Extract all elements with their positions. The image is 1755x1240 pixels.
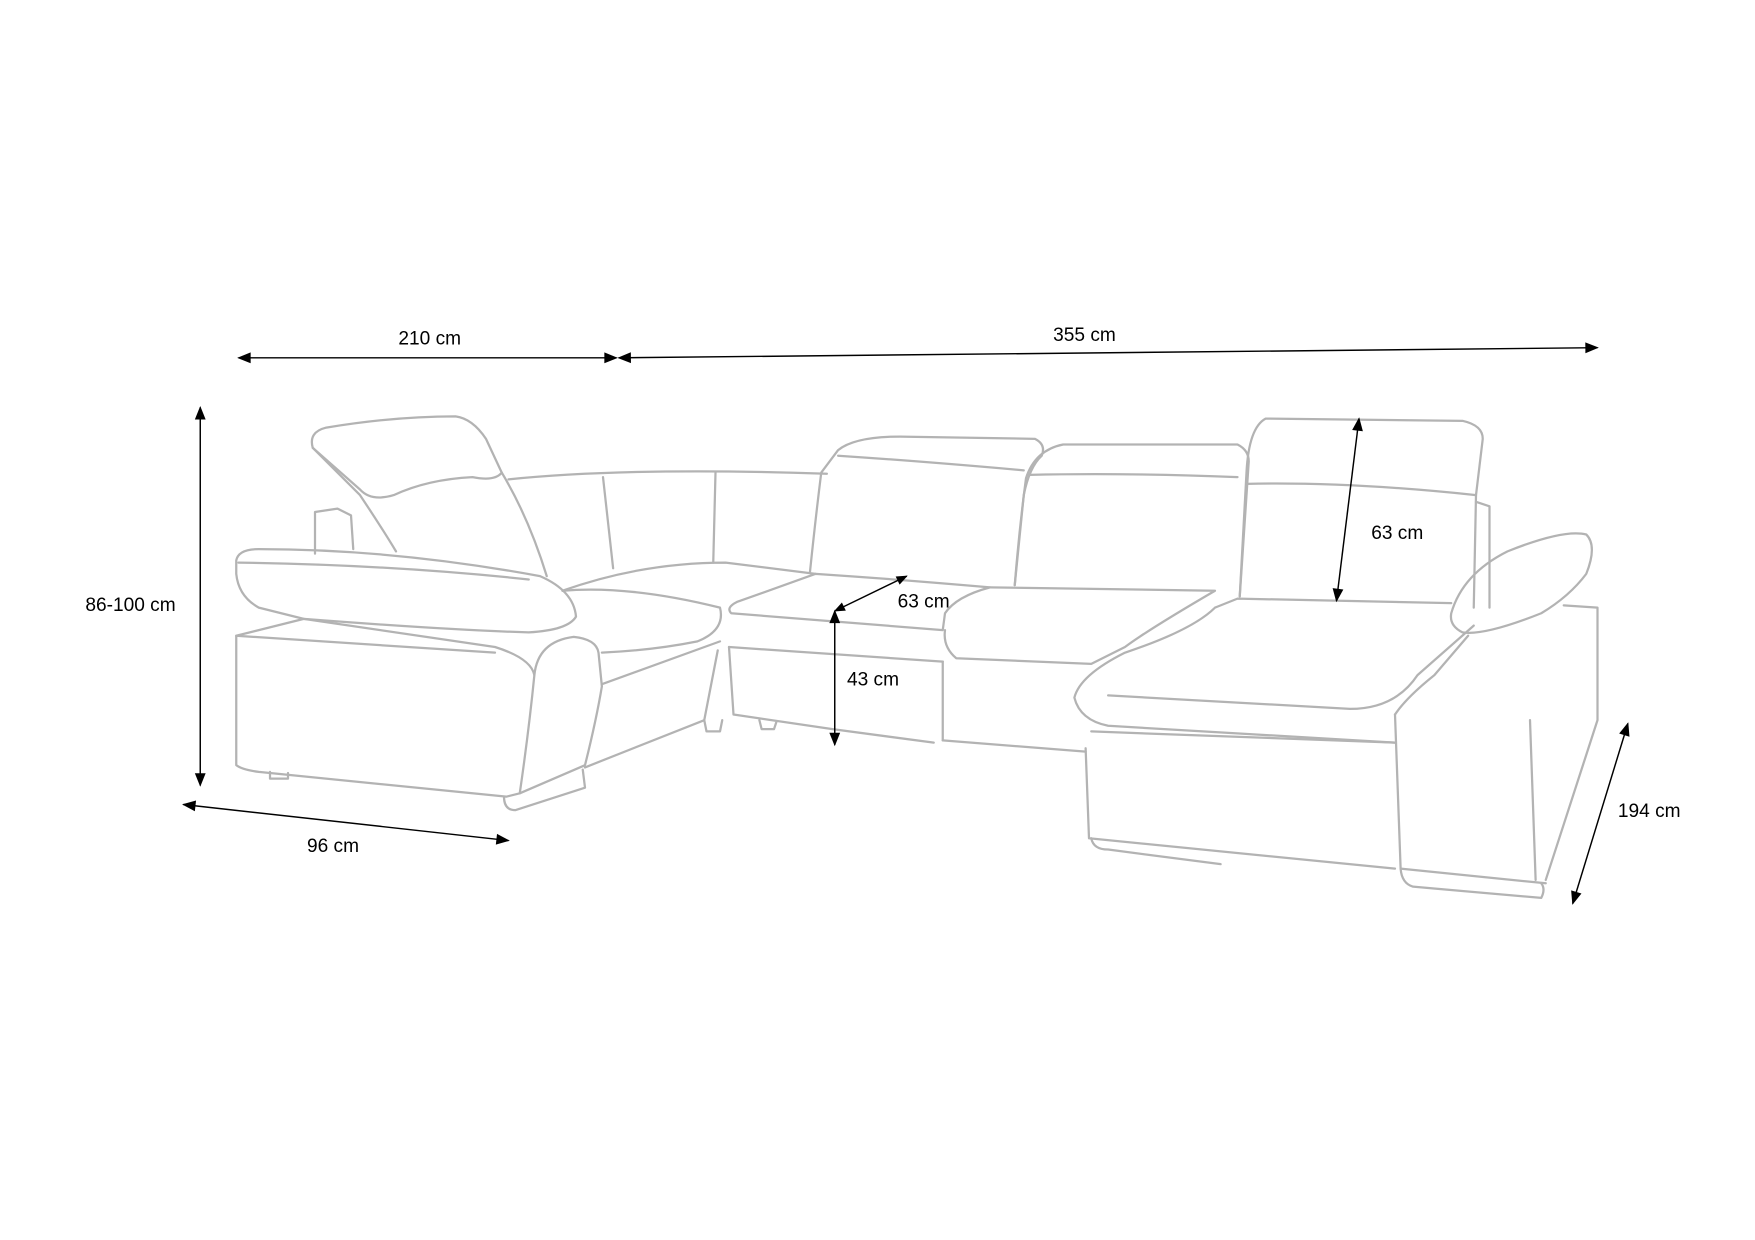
corner-back-seam-1 [601,475,615,570]
right-width-arrow [617,342,1599,364]
left-side-panel [518,635,603,795]
corner-back-seam-2 [712,471,717,564]
chaise-side-seam [1528,719,1537,882]
middle-seat-1-front-seam [727,645,944,663]
dimension-labels: 210 cm 355 cm 86-100 cm 96 cm 63 cm 43 c… [85,325,1680,857]
corner-front-seam [600,640,722,686]
chaise-length-label: 194 cm [1618,801,1681,822]
middle-foot [758,719,778,731]
depth-label: 96 cm [307,836,359,857]
chaise-front-seam [1090,730,1397,744]
right-width-label: 355 cm [1053,325,1116,346]
left-front-seam [235,634,497,654]
backrest-height-label: 63 cm [1371,523,1423,544]
left-armrest [235,547,578,634]
middle-back-2-seam [1028,472,1239,479]
left-armrest-seam [237,561,530,581]
depth-arrow [182,800,510,845]
middle-back-1 [808,435,1045,587]
height-label: 86-100 cm [85,595,175,616]
corner-foot [703,719,724,733]
chaise-length-arrow [1571,722,1630,905]
chaise-end-base [1399,867,1545,900]
corner-base [583,649,719,769]
left-headrest [310,415,503,499]
chaise-back [1238,417,1484,609]
chaise-seat-seam [1107,624,1475,711]
left-width-label: 210 cm [398,328,461,349]
chaise-front-panel [1084,747,1397,870]
corner-seat-cushion [561,588,723,654]
middle-back-1-seam [837,454,1025,472]
chaise-armrest-edge [1393,634,1470,716]
middle-seat-1-base [727,645,935,744]
corner-seat-top [561,561,817,592]
middle-back-2 [1013,443,1250,598]
middle-seat-2-cushion [943,586,1217,666]
chaise-back-frame [1474,500,1491,609]
left-foot [268,770,290,780]
backrest-height-arrow [1332,417,1363,603]
chaise-end-panel [1393,713,1547,885]
chaise-seat-cushion [1073,597,1453,744]
left-back-frame [313,507,355,555]
chaise-pillow [1449,532,1593,634]
middle-seat-1-cushion [728,572,992,632]
dimension-lines [182,342,1630,905]
left-headrest-edge [311,446,398,553]
seat-depth-label: 63 cm [898,592,950,613]
middle-seat-2-base [941,739,1087,753]
chaise-side-panel [1544,604,1599,882]
left-back-edge [500,471,548,578]
left-front-block [235,617,536,798]
corner-back-top [507,470,828,481]
seat-depth-arrow [833,575,908,612]
chaise-front-base [1090,837,1222,866]
left-base [502,768,587,812]
chaise-back-seam [1245,482,1478,497]
sofa-outline [235,415,1599,900]
seat-height-label: 43 cm [847,669,899,690]
